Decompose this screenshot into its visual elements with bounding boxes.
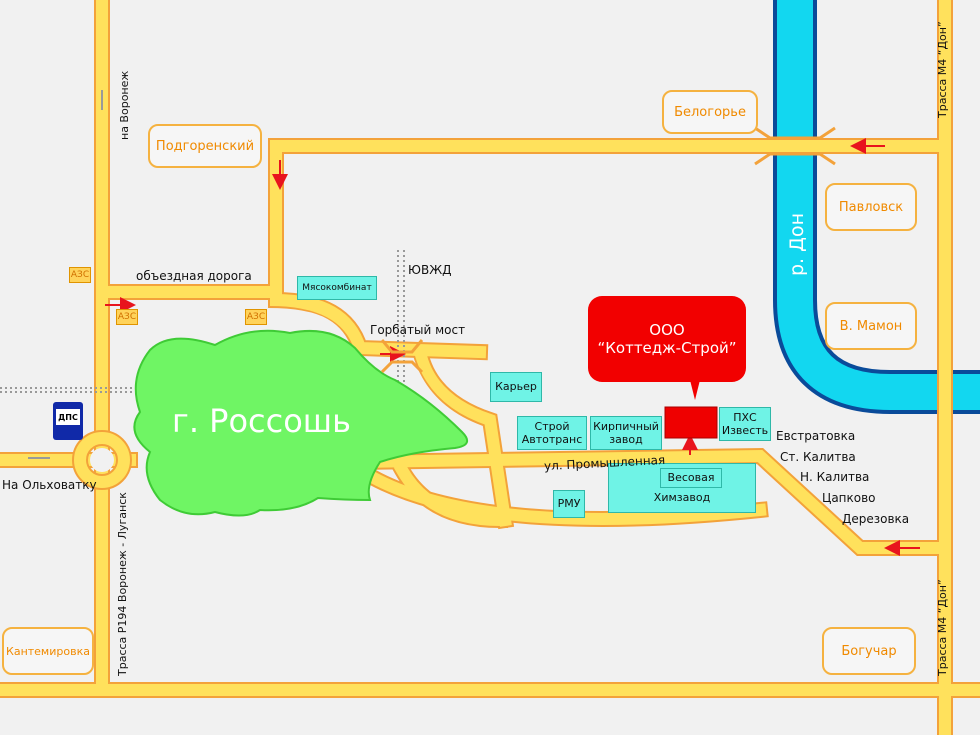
label-na-olkhovatku: На Ольховатку (2, 478, 97, 492)
facility-stroy-avtotrans: Строй Автотранс (517, 416, 587, 450)
label-river: р. Дон (786, 212, 808, 276)
facility-karyer: Карьер (490, 372, 542, 402)
town-pavlovsk: Павловск (825, 183, 917, 231)
town-belogorye: Белогорье (662, 90, 758, 134)
railways (0, 250, 405, 393)
town-kantemirovka: Кантемировка (2, 627, 94, 675)
direction-arrows (105, 138, 920, 556)
facility-rmu: РМУ (553, 490, 585, 518)
facility-kirpichny-zavod: Кирпичный завод (590, 416, 662, 450)
label-st-kalitva: Ст. Калитва (780, 450, 856, 464)
label-trassa-r194: Трасса Р194 Воронеж - Луганск (116, 492, 129, 676)
town-boguchar: Богучар (822, 627, 916, 675)
azs-1: АЗС (69, 267, 91, 283)
dps-label: ДПС (56, 409, 80, 425)
label-derezovka: Дерезовка (842, 512, 910, 526)
company-site (664, 406, 718, 439)
label-trassa-m4-top: Трасса М4 “Дон” (936, 21, 949, 118)
label-n-kalitva: Н. Калитва (800, 470, 870, 484)
facility-myasokombinat: Мясокомбинат (297, 276, 377, 300)
city-area (133, 329, 469, 517)
company-line1: ООО (649, 321, 685, 339)
company-callout: ООО “Коттедж-Строй” (588, 296, 746, 382)
town-v-mamon: В. Мамон (825, 302, 917, 350)
gray-arrows (28, 90, 103, 459)
label-gorbaty-most: Горбатый мост (370, 323, 466, 337)
town-podgorensky: Подгоренский (148, 124, 262, 168)
azs-3: АЗС (245, 309, 267, 325)
city-label: г. Россошь (172, 402, 351, 440)
facility-vesovaya: Весовая (660, 468, 722, 488)
label-na-voronezh: на Воронеж (118, 70, 131, 140)
label-evstratovka: Евстратовка (776, 429, 856, 443)
azs-2: АЗС (116, 309, 138, 325)
dps-sign: ДПС (53, 402, 83, 440)
label-tsapkovo: Цапково (822, 491, 876, 505)
label-obezdnaya: объездная дорога (136, 269, 252, 283)
company-line2: “Коттедж-Строй” (597, 339, 737, 357)
facility-phs-izvest: ПХС Известь (719, 407, 771, 441)
label-yuvzhd: ЮВЖД (408, 263, 452, 277)
label-trassa-m4-bottom: Трасса М4 “Дон” (936, 579, 949, 676)
bridges (380, 126, 836, 374)
